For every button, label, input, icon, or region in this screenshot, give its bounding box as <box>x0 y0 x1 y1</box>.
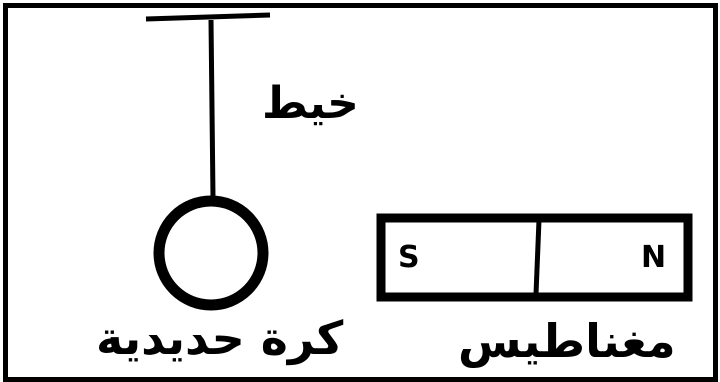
magnet-divider <box>533 219 542 295</box>
iron-ball <box>153 195 269 311</box>
north-pole-label: N <box>641 240 667 275</box>
string-label: خيط <box>262 78 359 129</box>
string <box>208 19 216 199</box>
diagram-frame <box>3 3 718 382</box>
iron-ball-label: كرة حديدية <box>96 311 344 365</box>
bar-magnet <box>376 213 693 302</box>
south-pole-label: S <box>398 240 420 275</box>
magnet-label: مغناطيس <box>458 314 676 368</box>
support-beam <box>145 12 271 22</box>
